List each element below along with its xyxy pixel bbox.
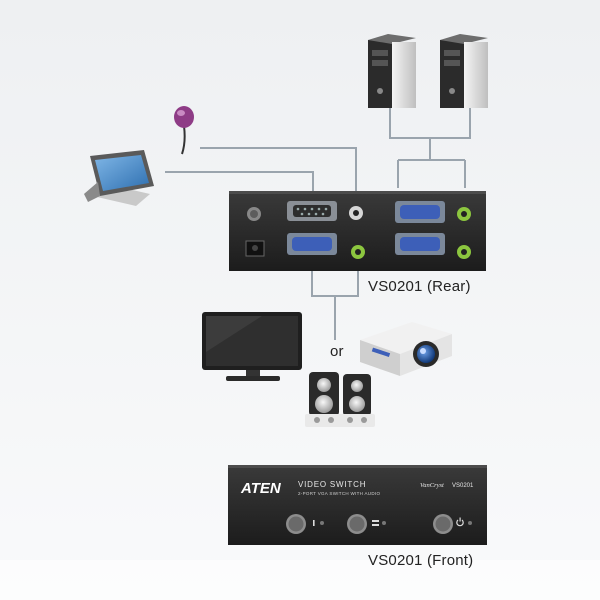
vga-input-port-1	[395, 201, 445, 223]
power-button[interactable]	[433, 514, 472, 534]
front-product-line: VIDEO SWITCH	[298, 480, 366, 489]
port-1-label-icon	[313, 520, 315, 526]
cable-lines	[165, 108, 471, 340]
speakers-icon	[305, 372, 375, 427]
select-button-2[interactable]	[347, 514, 386, 534]
mic-input-jack	[349, 206, 363, 220]
microphone-icon	[174, 106, 194, 155]
ground-screw	[247, 207, 261, 221]
rear-caption: VS0201 (Rear)	[368, 278, 471, 295]
port-2-led	[382, 521, 386, 525]
or-label: or	[330, 343, 344, 360]
audio-input-jack-1	[457, 207, 471, 221]
front-panel: ATEN VIDEO SWITCH 2-PORT VGA SWITCH WITH…	[228, 465, 487, 545]
serial-port	[287, 201, 337, 221]
front-model: VS0201	[452, 483, 474, 489]
select-button-1[interactable]	[286, 514, 324, 534]
audio-input-jack-2	[457, 245, 471, 259]
power-led	[468, 521, 472, 525]
computer-tower-icon	[368, 34, 416, 108]
vga-output-port	[287, 233, 337, 255]
power-jack	[245, 240, 265, 257]
front-caption: VS0201 (Front)	[368, 552, 474, 569]
front-badge: VanCryst	[420, 482, 444, 489]
port-2-label-icon	[372, 520, 379, 522]
front-subtitle: 2-PORT VGA SWITCH WITH AUDIO	[298, 491, 380, 496]
speaker-left	[305, 372, 343, 427]
projector-icon	[360, 322, 452, 376]
computer-tower-icon	[440, 34, 488, 108]
rear-panel	[229, 191, 486, 271]
flat-tv-icon	[202, 312, 302, 381]
touch-monitor-icon	[84, 150, 154, 206]
speaker-right	[339, 374, 375, 427]
power-icon	[456, 517, 464, 527]
front-brand: ATEN	[240, 480, 282, 497]
audio-output-jack	[351, 245, 365, 259]
port-1-led	[320, 521, 324, 525]
vga-input-port-2	[395, 233, 445, 255]
